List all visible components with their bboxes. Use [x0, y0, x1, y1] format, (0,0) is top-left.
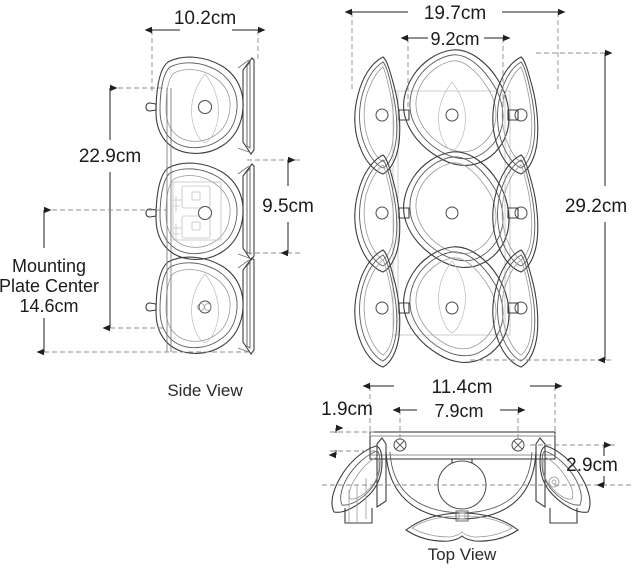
front-petal-r2-c3 — [492, 154, 539, 273]
top-view-bracket-left — [376, 437, 387, 509]
dimension-front-overall-width: 19.7cm — [344, 3, 566, 92]
front-view-group: 19.7cm 9.2cm 29.2cm — [344, 3, 627, 368]
dimension-top-depth: 2.9cm — [530, 441, 618, 489]
dimension-label-top-hole-spacing: 7.9cm — [434, 401, 483, 421]
dimension-label-side-overall-height: 22.9cm — [79, 146, 141, 167]
dimension-side-module-height: 9.5cm — [247, 156, 314, 257]
side-view-internal-mechanism — [172, 181, 222, 241]
dimension-side-depth: 10.2cm — [144, 8, 266, 92]
side-view-group: 10.2cm 22.9cm 9.5cm Mounting Plate Cente… — [0, 8, 314, 400]
mounting-plate-center-line2: Plate Center — [0, 276, 99, 296]
side-view-petal-middle — [145, 162, 255, 261]
top-view-base-petal — [405, 510, 519, 542]
front-petal-r3-c1 — [354, 249, 401, 368]
dimension-label-top-plate-thickness: 1.9cm — [321, 399, 373, 420]
dimension-side-overall-height: 22.9cm — [79, 84, 166, 332]
dimension-label-top-depth: 2.9cm — [566, 455, 618, 476]
dimension-top-plate-thickness: 1.9cm — [321, 399, 378, 459]
dimension-label-front-overall-width: 19.7cm — [424, 3, 486, 24]
front-petal-r1-c1 — [354, 56, 401, 175]
dimension-front-overall-height: 29.2cm — [470, 49, 627, 364]
dimension-label-side-module-height: 9.5cm — [262, 196, 314, 217]
dimension-label-top-plate-width: 11.4cm — [432, 377, 493, 398]
top-view-bracket-right — [535, 437, 546, 509]
top-view-group: 11.4cm 7.9cm 1.9cm 2.9cm Top View — [321, 377, 634, 564]
dimension-top-plate-width: 11.4cm — [362, 377, 563, 436]
top-view-label: Top View — [428, 545, 497, 564]
dimension-label-front-overall-height: 29.2cm — [565, 196, 627, 217]
dimension-top-hole-spacing: 7.9cm — [392, 401, 526, 440]
mounting-plate-center-line1: Mounting — [12, 256, 86, 276]
dimension-front-center-width: 9.2cm — [400, 29, 511, 110]
front-petal-r1-c3 — [492, 56, 539, 175]
front-petal-r3-c3 — [492, 249, 539, 368]
top-view-wing-left — [331, 445, 383, 524]
side-view-petal-bottom — [145, 256, 255, 355]
front-petal-r2-c2 — [403, 151, 510, 268]
dimension-label-front-center-width: 9.2cm — [430, 29, 479, 49]
top-view-screw-left — [393, 438, 407, 452]
side-view-label: Side View — [167, 381, 243, 400]
side-view-petal-top — [145, 56, 255, 155]
mounting-plate-center-line3: 14.6cm — [19, 296, 78, 316]
front-petal-r2-c1 — [354, 154, 401, 273]
top-view-wing-right — [539, 445, 591, 524]
top-view-screw-right — [511, 438, 525, 452]
front-petal-r3-c2 — [403, 246, 510, 363]
dimension-label-side-depth: 10.2cm — [174, 8, 236, 29]
dimension-mounting-plate-center: Mounting Plate Center 14.6cm — [0, 206, 250, 356]
